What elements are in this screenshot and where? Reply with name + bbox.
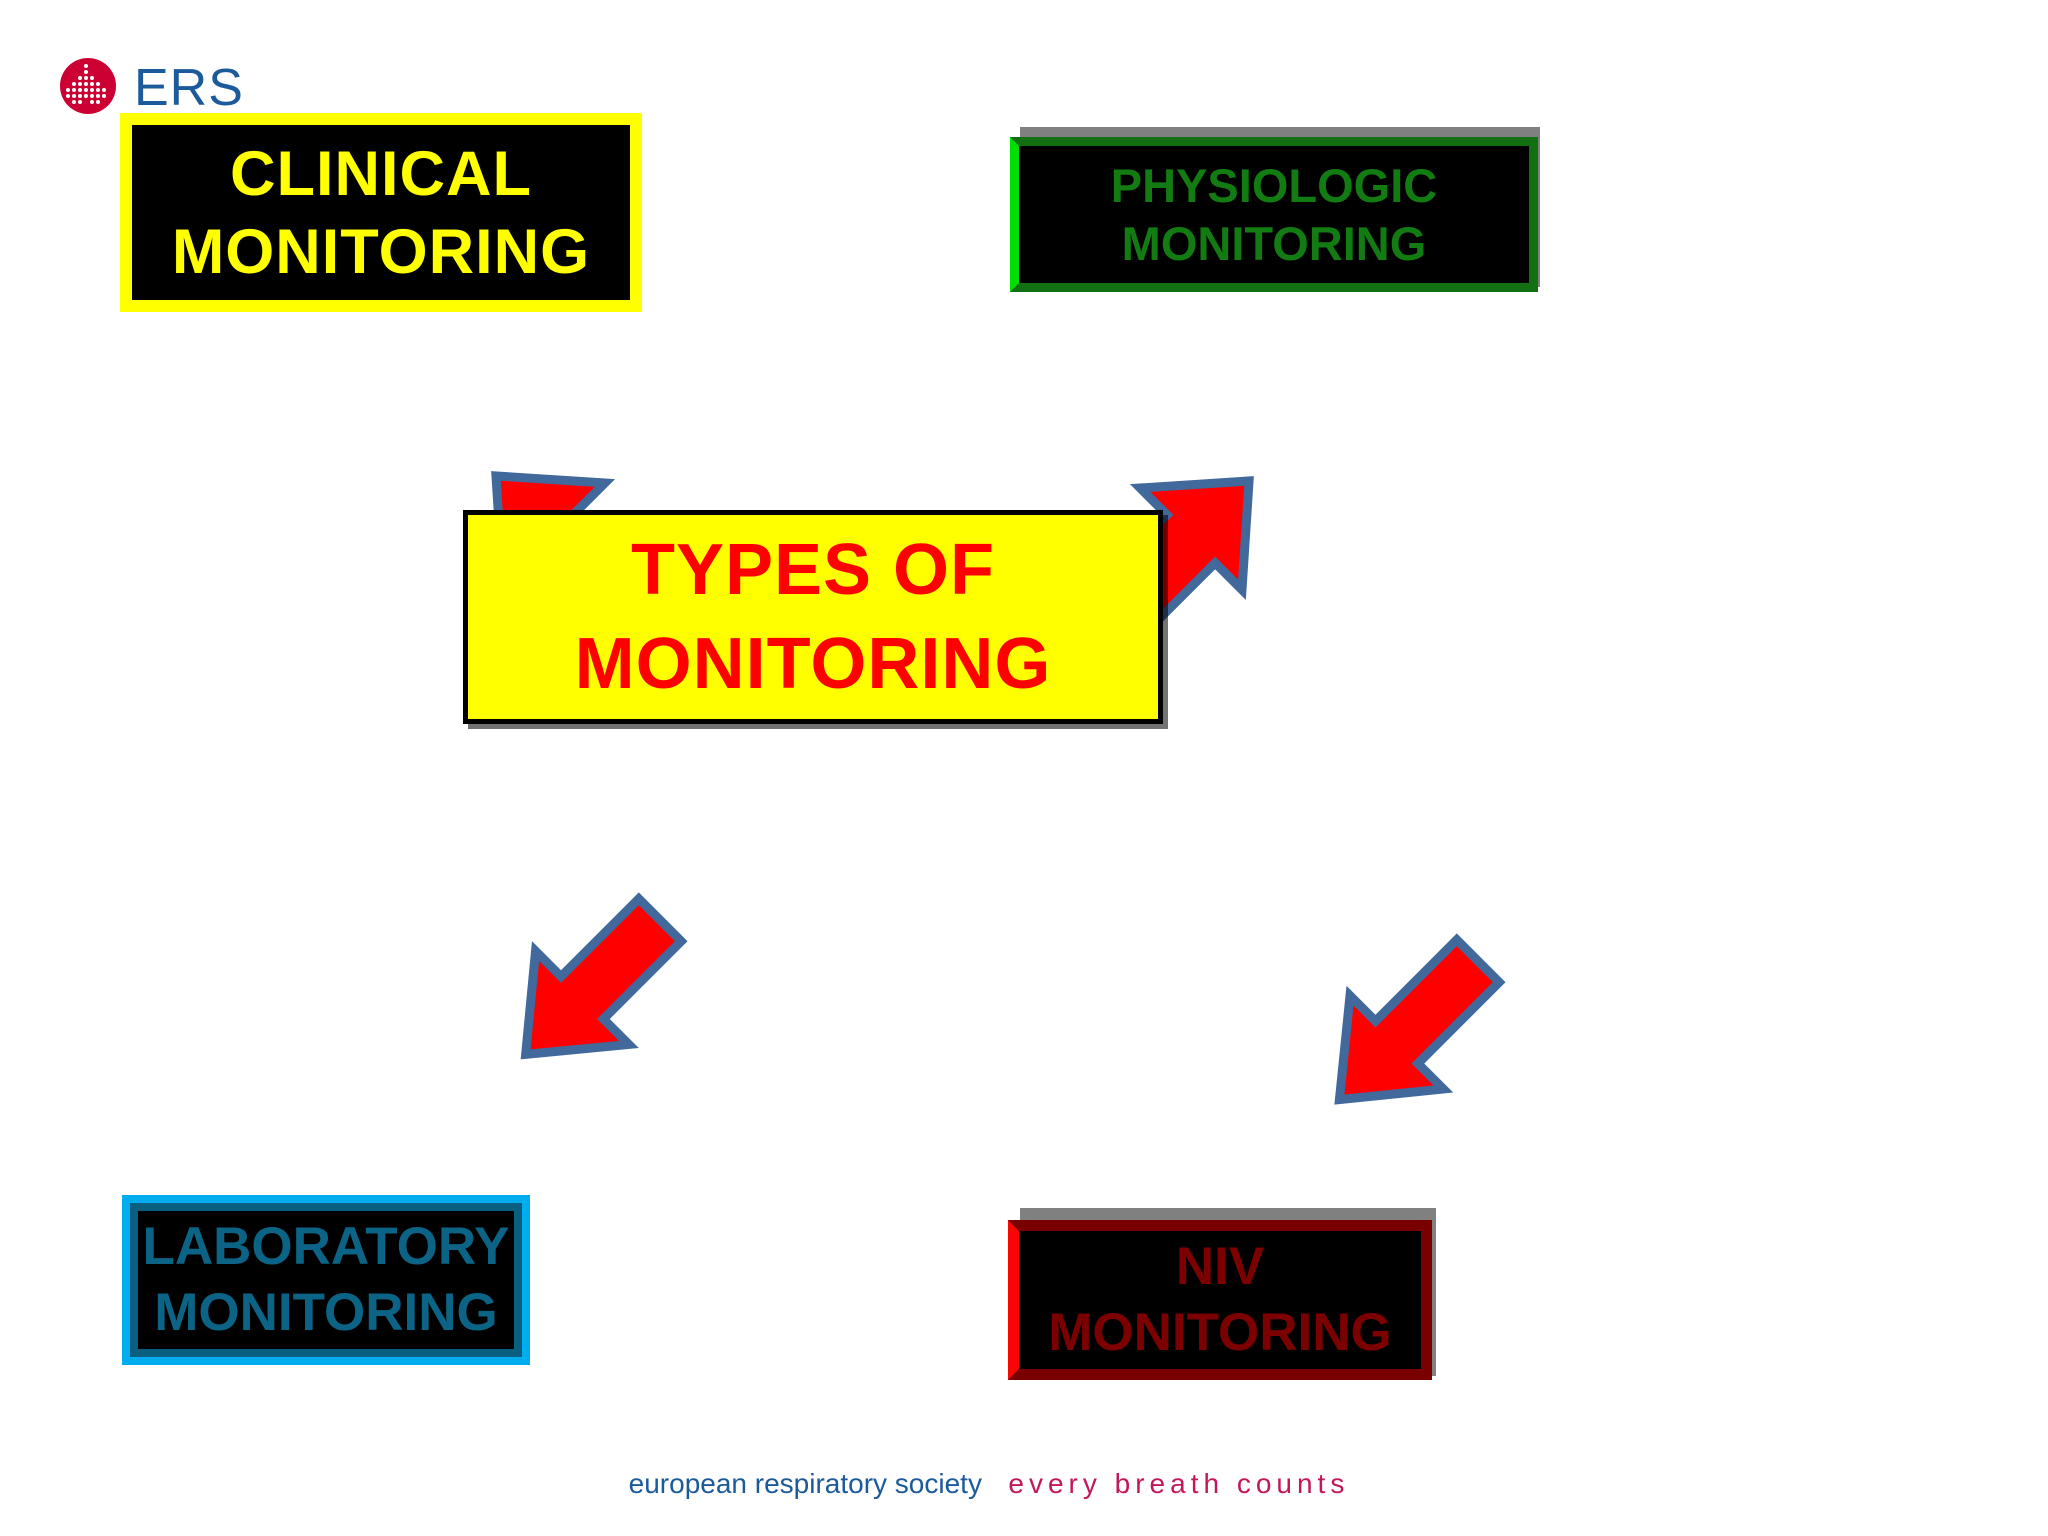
arrow-center-to-laboratory xyxy=(520,892,688,1060)
node-clinical-line2: MONITORING xyxy=(171,216,591,287)
node-niv-line2: MONITORING xyxy=(1048,1303,1392,1362)
node-laboratory-line2: MONITORING xyxy=(154,1283,498,1342)
node-clinical-line1: CLINICAL xyxy=(230,138,532,209)
node-physiologic-line2: MONITORING xyxy=(1121,216,1427,270)
footer-society-text: european respiratory society xyxy=(628,1468,982,1499)
node-center-line2: MONITORING xyxy=(574,624,1052,704)
node-clinical-monitoring[interactable]: CLINICAL MONITORING xyxy=(120,113,642,312)
node-physiologic-line1: PHYSIOLOGIC xyxy=(1110,158,1438,212)
node-center-line1: TYPES OF xyxy=(630,530,996,610)
ers-lung-roundel-icon xyxy=(60,58,116,114)
ers-logo: ERS xyxy=(60,52,290,124)
node-laboratory-line1: LABORATORY xyxy=(142,1217,510,1276)
ers-wordmark: ERS xyxy=(134,59,244,117)
footer: european respiratory society every breat… xyxy=(0,1468,2048,1500)
footer-tagline-text: every breath counts xyxy=(1008,1468,1350,1499)
node-niv-monitoring[interactable]: NIV MONITORING xyxy=(1008,1220,1432,1380)
arrow-center-to-niv xyxy=(1334,933,1506,1105)
node-niv-line1: NIV xyxy=(1175,1237,1265,1296)
node-types-of-monitoring[interactable]: TYPES OF MONITORING xyxy=(463,510,1163,724)
node-laboratory-inner-frame: LABORATORY MONITORING xyxy=(130,1203,522,1357)
node-physiologic-monitoring[interactable]: PHYSIOLOGIC MONITORING xyxy=(1010,137,1538,292)
node-laboratory-monitoring[interactable]: LABORATORY MONITORING xyxy=(122,1195,530,1365)
